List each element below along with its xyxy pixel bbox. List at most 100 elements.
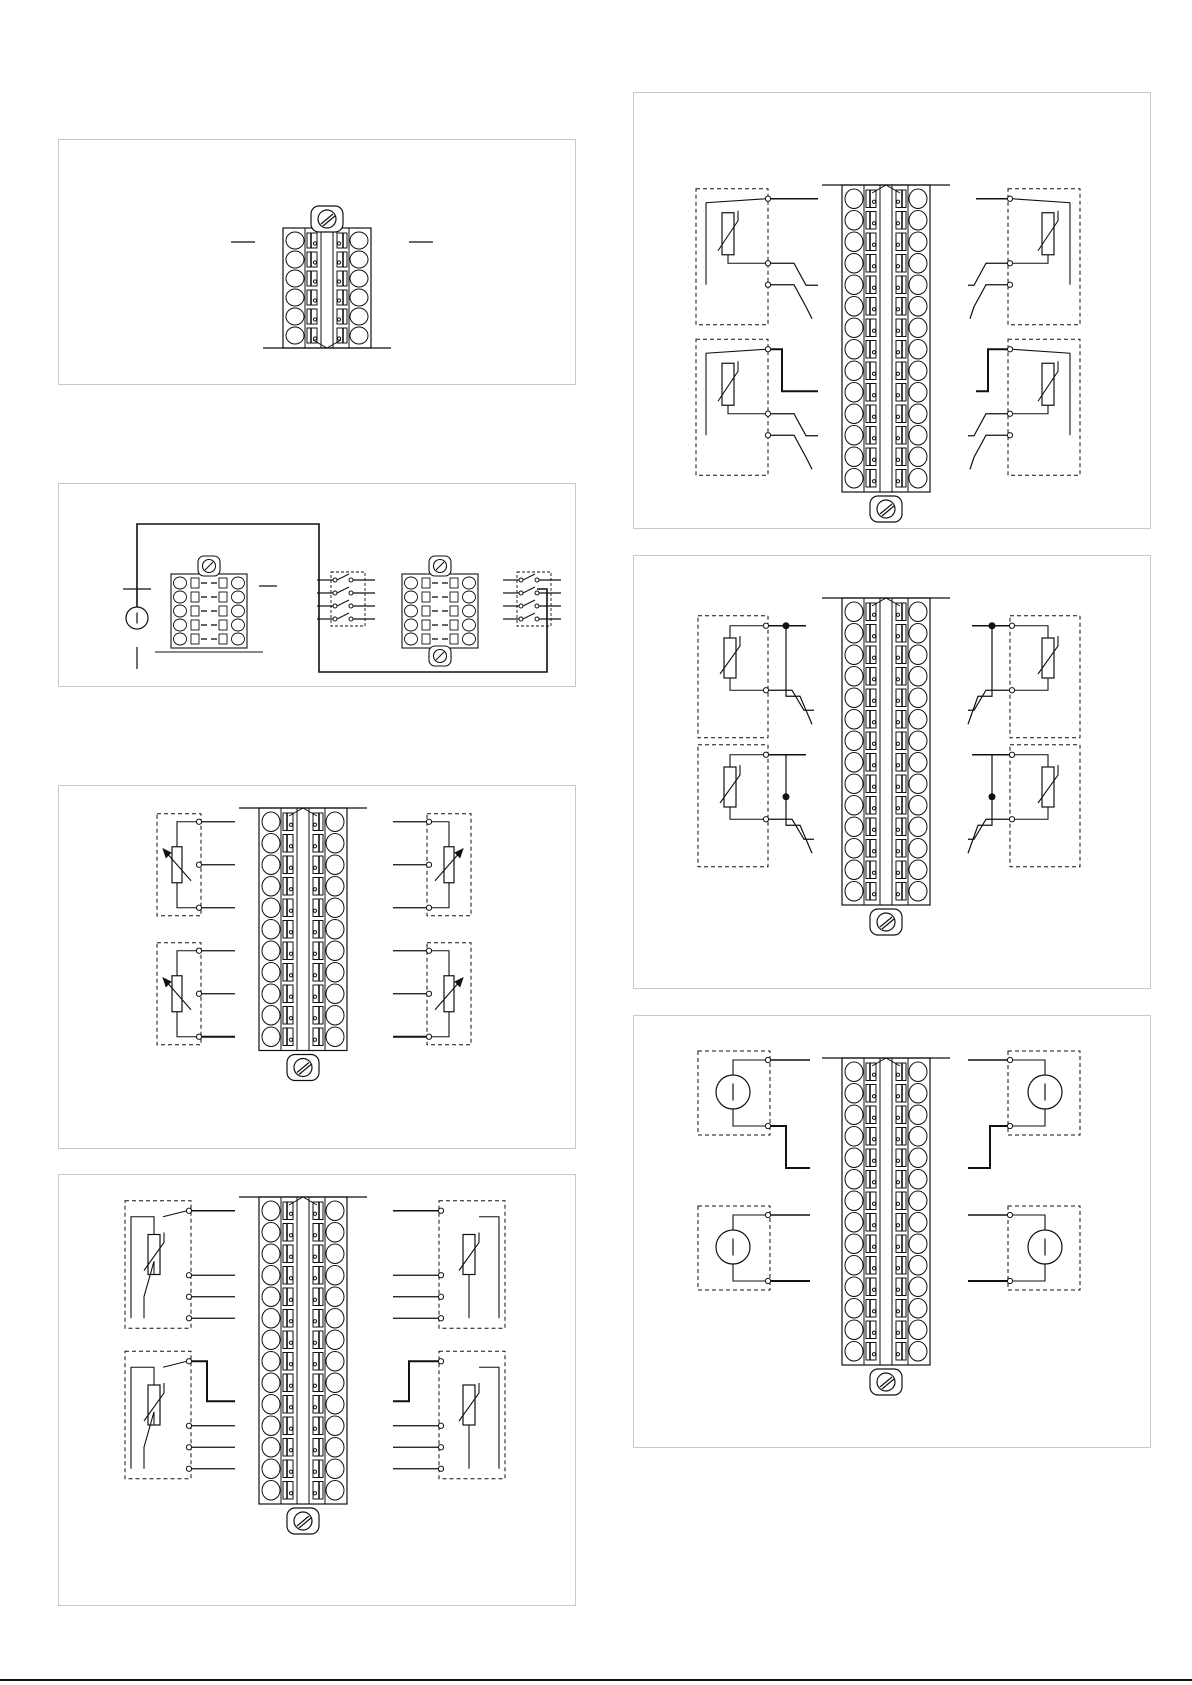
terminal-pin (313, 866, 316, 869)
screw-terminal (909, 882, 927, 902)
resistor-body (722, 213, 734, 255)
terminal-pin (289, 931, 292, 934)
terminal-dot (186, 1445, 191, 1450)
screw-terminal (350, 308, 368, 325)
terminal-clamp (283, 1310, 293, 1328)
terminal-pin (872, 678, 875, 681)
terminal-pin (313, 909, 316, 912)
terminal-clamp (866, 276, 876, 294)
screw-terminal (350, 327, 368, 344)
terminal-pin (896, 678, 899, 681)
terminal-clamp (866, 668, 876, 686)
screw-terminal (326, 1330, 344, 1350)
terminal-pin (872, 286, 875, 289)
terminal-pin (872, 742, 875, 745)
terminal-clamp (313, 1417, 323, 1435)
screw-terminal (909, 469, 927, 489)
terminal-pin (289, 1384, 292, 1387)
terminal-pin (872, 1331, 875, 1334)
screw-terminal (463, 633, 476, 645)
switch-contact (535, 617, 539, 621)
screw-terminal (845, 796, 863, 816)
terminal-clamp (866, 190, 876, 208)
screw-terminal (909, 753, 927, 773)
screw-terminal (174, 619, 187, 631)
terminal-clamp (866, 1257, 876, 1275)
switch-contact (349, 591, 353, 595)
terminal-pin (896, 850, 899, 853)
screw-terminal (326, 812, 344, 832)
switch-contact (349, 604, 353, 608)
terminal-clamp (866, 1321, 876, 1339)
terminal-dot (765, 411, 770, 416)
screw-terminal (405, 619, 418, 631)
terminal-pin (313, 1492, 316, 1495)
terminal-pin (896, 222, 899, 225)
terminal-clamp (219, 592, 227, 602)
current-source-icon (716, 1230, 750, 1264)
switch-group-1 (317, 572, 375, 626)
wire (968, 626, 992, 725)
wire (769, 819, 814, 839)
terminal-pin (896, 1181, 899, 1184)
rtd-2wire-wiring-diagram (634, 556, 1152, 990)
sensor-lead (431, 951, 449, 976)
terminal-pin (313, 1017, 316, 1020)
potentiometer-wiring-diagram (59, 786, 577, 1150)
screw-terminal (909, 602, 927, 622)
terminal-pin (872, 1245, 875, 1248)
terminal-clamp (866, 754, 876, 772)
terminal-pin (289, 1363, 292, 1366)
sensor-lead (728, 255, 766, 264)
screw-terminal (845, 1170, 863, 1190)
terminal-clamp (866, 1214, 876, 1232)
terminal-pin (289, 974, 292, 977)
screw-terminal (350, 270, 368, 287)
sensor-lead (1014, 807, 1048, 819)
terminal-dot (196, 905, 201, 910)
screw-terminal (845, 1342, 863, 1362)
sensor-lead (1014, 755, 1048, 767)
screw-terminal (909, 645, 927, 665)
terminal-clamp (191, 592, 199, 602)
screw-terminal (174, 577, 187, 589)
terminal-block (239, 808, 367, 1081)
terminal-clamp (307, 309, 317, 324)
screw-terminal (463, 591, 476, 603)
screw-terminal (909, 1342, 927, 1362)
sensor-enclosure-left (696, 339, 768, 475)
terminal-clamp (866, 797, 876, 815)
terminal-clamp (191, 620, 199, 630)
switch-contact (349, 578, 353, 582)
resistor-body (1042, 638, 1054, 678)
terminal-dot (186, 1273, 191, 1278)
screw-terminal (909, 817, 927, 837)
screw-terminal (909, 447, 927, 467)
terminal-clamp (283, 1460, 293, 1478)
terminal-clamp (313, 1482, 323, 1500)
switch-contact (519, 617, 523, 621)
rtd-4wire-wiring-diagram (59, 1175, 577, 1607)
terminal-pin (313, 1341, 316, 1344)
terminal-pin (896, 1310, 899, 1313)
screw-terminal (845, 1277, 863, 1297)
terminal-clamp (866, 1278, 876, 1296)
terminal-dot (1007, 282, 1012, 287)
terminal-pin (872, 243, 875, 246)
sensor-lead (1011, 1264, 1045, 1281)
wire (771, 263, 818, 285)
terminal-clamp (283, 856, 293, 874)
terminal-clamp (283, 1288, 293, 1306)
rtd-3wire-wiring-diagram (634, 93, 1152, 530)
terminal-pin (896, 1202, 899, 1205)
terminal-clamp (313, 1353, 323, 1371)
rtd-3wire-icon (718, 211, 738, 255)
terminal-pin (872, 635, 875, 638)
terminal-clamp (283, 1331, 293, 1349)
screw-terminal (909, 232, 927, 252)
terminal-pin (896, 372, 899, 375)
diagram-panel-4 (58, 1174, 576, 1606)
screw-terminal (909, 1105, 927, 1125)
terminal-clamp (283, 1482, 293, 1500)
screw-terminal (845, 1299, 863, 1319)
